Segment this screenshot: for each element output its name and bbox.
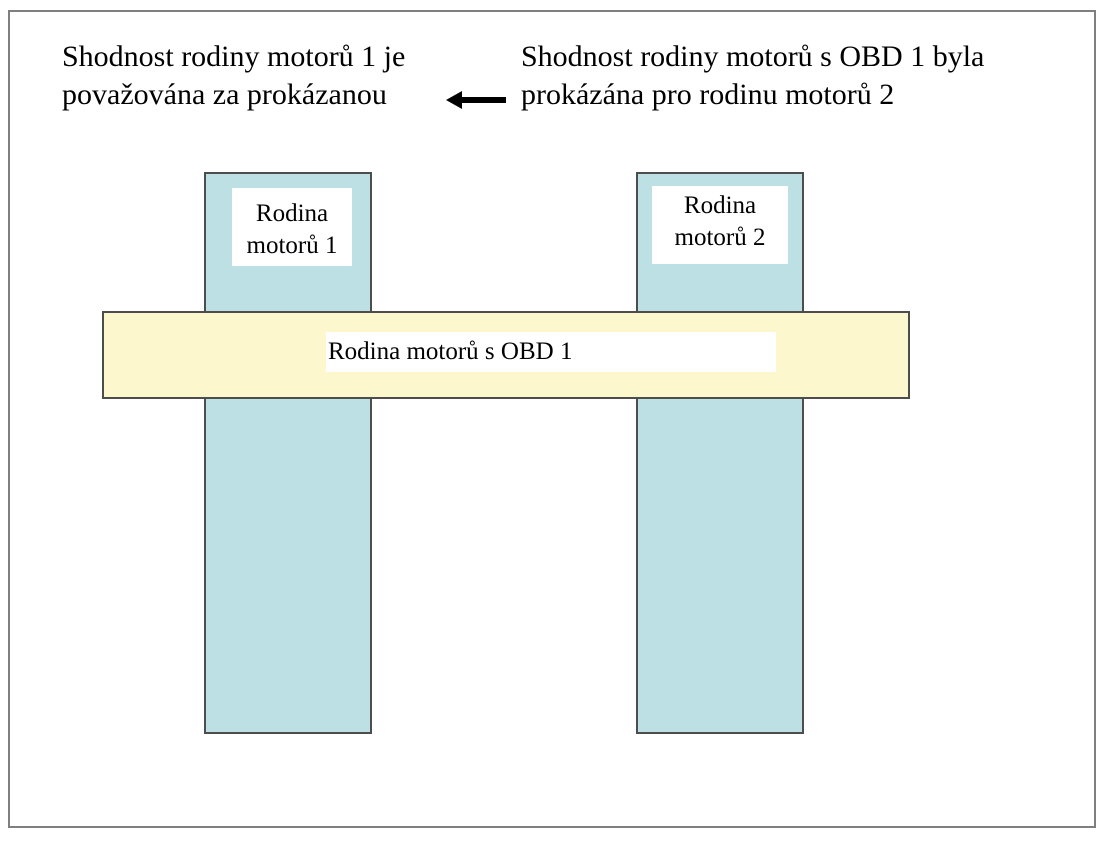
engine-family-2-column bbox=[636, 172, 804, 734]
engine-family-1-label-line-1: Rodina bbox=[255, 200, 329, 227]
engine-family-1-label: Rodina motorů 1 bbox=[232, 188, 352, 266]
engine-family-2-label-line-1: Rodina bbox=[683, 192, 757, 219]
caption-left: Shodnost rodiny motorů 1 je považována z… bbox=[62, 38, 405, 114]
caption-left-line-1: Shodnost rodiny motorů 1 je bbox=[62, 40, 406, 73]
caption-right-line-1: Shodnost rodiny motorů s OBD 1 byla bbox=[521, 40, 985, 73]
diagram-frame bbox=[8, 10, 1096, 828]
caption-right-line-2: prokázána pro rodinu motorů 2 bbox=[521, 78, 895, 111]
engine-family-2-label: Rodina motorů 2 bbox=[652, 186, 788, 264]
left-arrow-icon bbox=[446, 91, 506, 109]
engine-family-2-label-line-2: motorů 2 bbox=[674, 224, 766, 251]
engine-family-1-label-line-2: motorů 1 bbox=[246, 232, 338, 259]
caption-left-line-2: považována za prokázanou bbox=[62, 78, 387, 111]
obd-family-label: Rodina motorů s OBD 1 bbox=[326, 332, 776, 372]
caption-right: Shodnost rodiny motorů s OBD 1 byla prok… bbox=[521, 38, 984, 114]
